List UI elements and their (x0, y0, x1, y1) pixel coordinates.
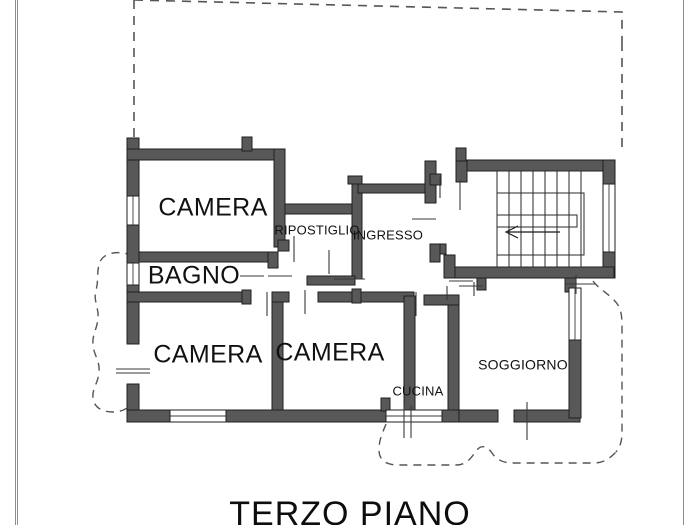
balcony-bottom-dashed (378, 423, 619, 466)
door-opening-marks (240, 177, 595, 440)
room-label-bagno: BAGNO (148, 262, 240, 290)
room-label-ripostiglio: RIPOSTIGLIO (274, 222, 359, 237)
room-label-ingresso: INGRESSO (353, 227, 423, 242)
room-label-soggiorno: SOGGIORNO (478, 357, 568, 373)
page-frame (15, 0, 684, 525)
walls-lower (116, 287, 582, 423)
plan-title: TERZO PIANO (229, 495, 470, 525)
staircase (496, 170, 585, 268)
property-boundary-dashed (133, 0, 623, 150)
walls-stairwell (443, 147, 616, 293)
room-label-camera-3: CAMERA (275, 339, 384, 367)
room-label-cucina: CUCINA (392, 383, 443, 398)
balcony-right-dashed (592, 280, 623, 453)
walls-central (277, 160, 447, 286)
room-label-camera-1: CAMERA (158, 194, 267, 222)
room-labels: CAMERA BAGNO RIPOSTIGLIO INGRESSO CAMERA… (148, 194, 568, 399)
stair-direction-arrow-icon (504, 225, 560, 239)
room-label-camera-2: CAMERA (153, 341, 262, 369)
